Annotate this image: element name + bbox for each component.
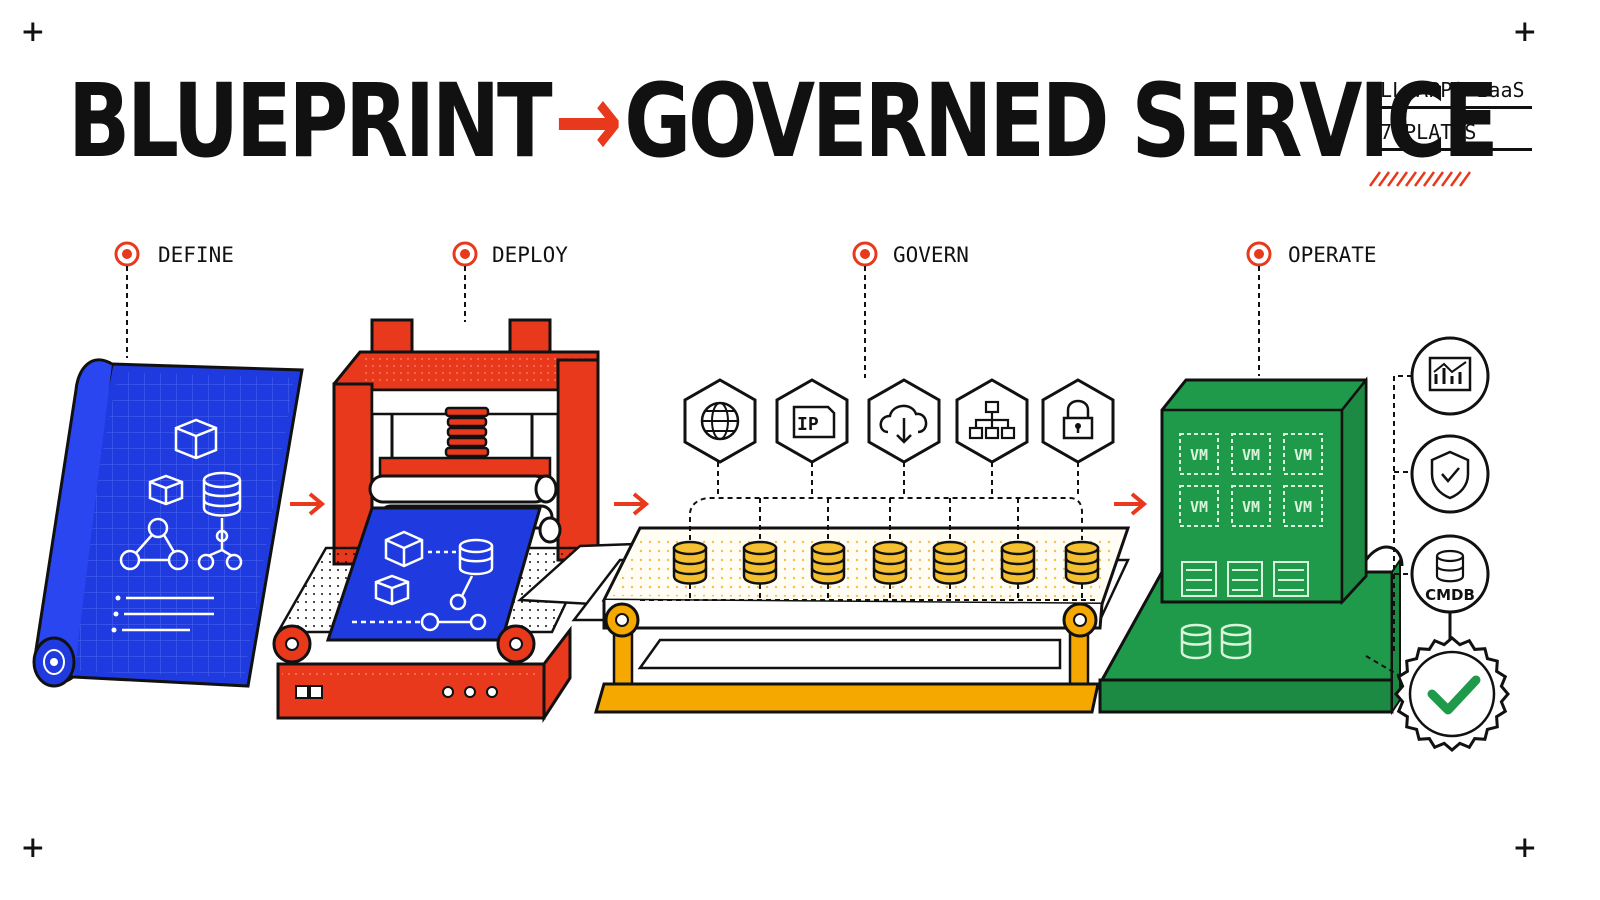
- cube-icon: [384, 530, 424, 568]
- database-icon: [672, 540, 708, 585]
- target-icon: [852, 241, 878, 267]
- stage-govern: GOVERN: [852, 241, 969, 378]
- database-icon: [872, 540, 908, 585]
- vm-label: VM: [1242, 446, 1260, 464]
- crop-mark-bottom-left: +: [22, 827, 44, 868]
- cloud-download-icon: [867, 378, 941, 464]
- govern-conveyor: [516, 526, 1131, 714]
- ip-label: IP: [797, 414, 819, 435]
- ip-icon: IP: [775, 378, 849, 464]
- database-icon: [458, 538, 494, 576]
- governance-icons: IP: [683, 378, 1115, 464]
- shield-check-icon: [1410, 434, 1490, 514]
- vm-label: VM: [1294, 446, 1312, 464]
- blueprint-scroll: [32, 358, 304, 688]
- page-title: BLUEPRINT→GOVERNED SERVICE: [68, 62, 1499, 182]
- node-graph-icon: [119, 517, 189, 571]
- meta-apps-label: ALL APPS IaaS: [1368, 78, 1532, 109]
- target-icon: [452, 241, 478, 267]
- crop-mark-top-left: +: [22, 11, 44, 52]
- network-hierarchy-icon: [955, 378, 1029, 464]
- title-left: BLUEPRINT: [68, 62, 553, 181]
- cmdb-database-icon: CMDB: [1410, 534, 1490, 614]
- hatch-marks: [1368, 171, 1472, 187]
- chart-icon: [1410, 336, 1490, 416]
- stage-label-deploy: DEPLOY: [492, 243, 568, 267]
- database-icon: [1180, 623, 1212, 660]
- spring-coil: [444, 406, 490, 458]
- database-icon: [1064, 540, 1100, 585]
- stage-label-operate: OPERATE: [1288, 243, 1377, 267]
- flow-arrow: [1114, 492, 1148, 516]
- crop-mark-bottom-right: +: [1514, 827, 1536, 868]
- stage-label-define: DEFINE: [158, 243, 234, 267]
- vm-label: VM: [1190, 498, 1208, 516]
- cmdb-label: CMDB: [1425, 586, 1475, 604]
- globe-icon: [683, 378, 757, 464]
- flow-arrow: [614, 492, 650, 516]
- meta-plates-label: 07 PLATES: [1368, 120, 1532, 151]
- database-icon: [1000, 540, 1036, 585]
- flow-arrow: [290, 492, 326, 516]
- lock-icon: [1041, 378, 1115, 464]
- target-icon: [1246, 241, 1272, 267]
- vm-label: VM: [1242, 498, 1260, 516]
- rack-units: [1181, 561, 1309, 597]
- cube-icon: [374, 574, 410, 606]
- database-icon: [1220, 623, 1252, 660]
- operate-badges: CMDB: [1365, 336, 1510, 752]
- approved-seal-icon: [1394, 636, 1510, 752]
- title-right: GOVERNED SERVICE: [624, 62, 1499, 181]
- database-icon: [810, 540, 846, 585]
- stage-deploy: DEPLOY: [452, 241, 568, 322]
- cube-icon: [148, 474, 184, 506]
- vm-label: VM: [1294, 498, 1312, 516]
- cube-icon: [174, 418, 218, 460]
- operate-server-cabinet: VM VM VM VM VM VM: [1098, 376, 1404, 716]
- branch-icon: [197, 518, 243, 571]
- database-icon: [742, 540, 778, 585]
- deploy-press-machine: [272, 318, 600, 724]
- title-arrow: →: [554, 62, 622, 181]
- database-row: [672, 540, 1100, 585]
- stage-define: DEFINE: [114, 241, 234, 358]
- crop-mark-top-right: +: [1514, 11, 1536, 52]
- governance-connectors: [640, 462, 1098, 601]
- vm-grid: [1179, 433, 1323, 527]
- target-icon: [114, 241, 140, 267]
- stage-label-govern: GOVERN: [893, 243, 969, 267]
- vm-label: VM: [1190, 446, 1208, 464]
- stage-operate: OPERATE: [1246, 241, 1377, 376]
- database-icon: [202, 471, 242, 517]
- database-icon: [932, 540, 968, 585]
